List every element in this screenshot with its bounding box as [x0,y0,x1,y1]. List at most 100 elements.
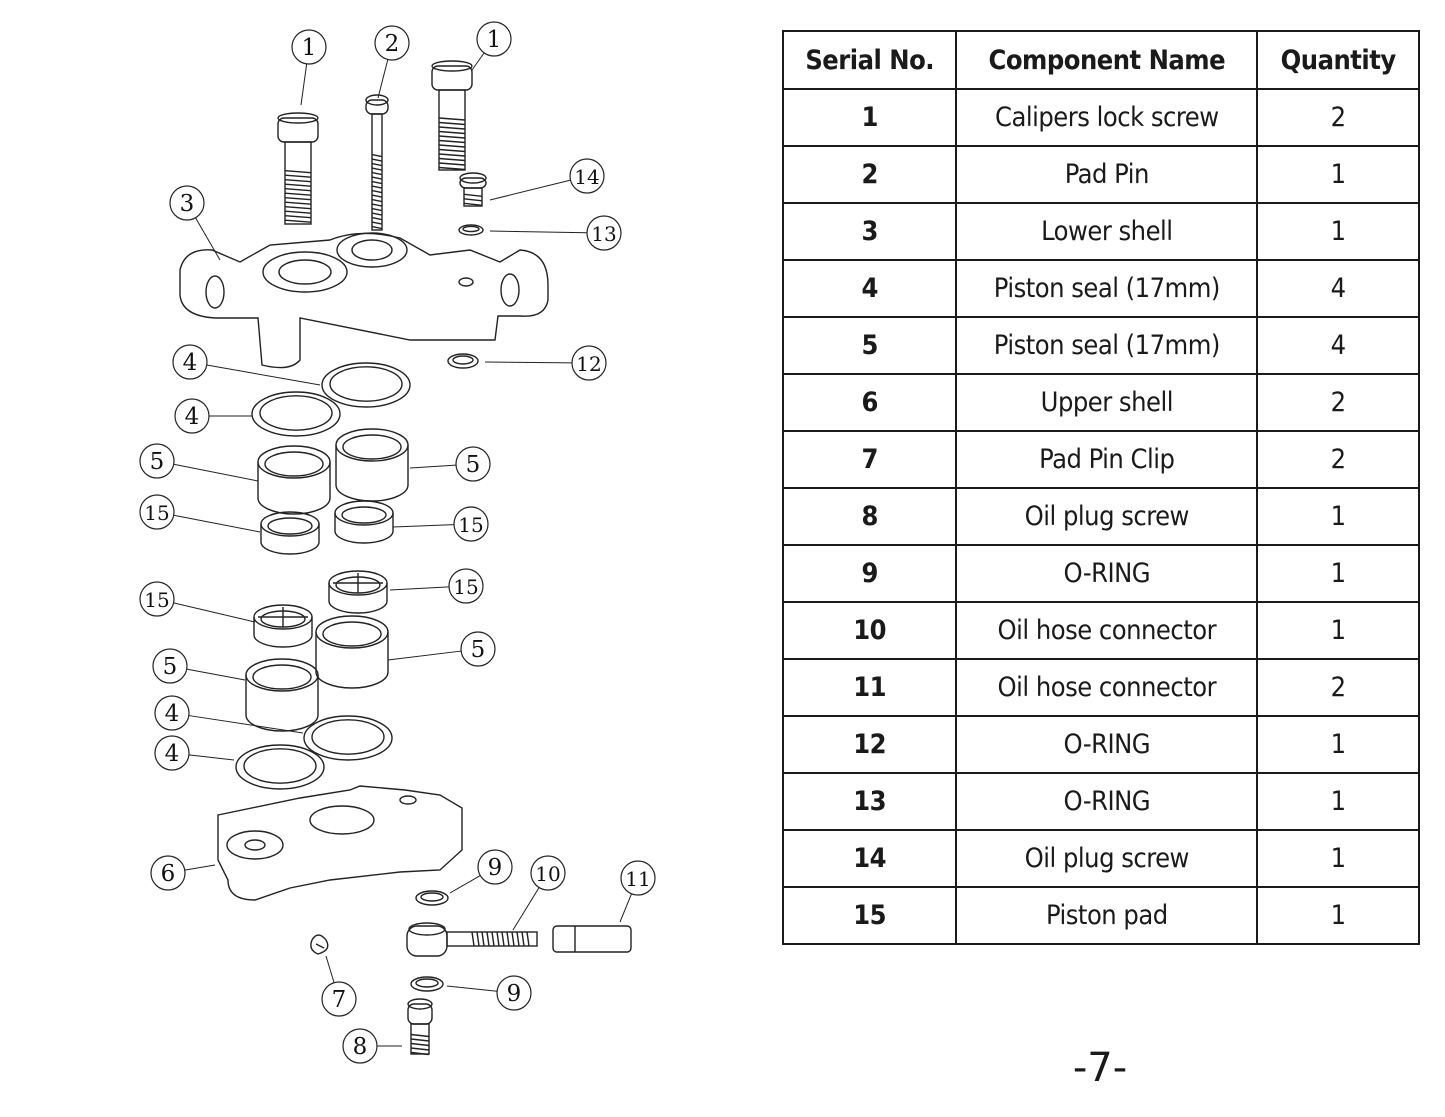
leader-line [377,59,389,99]
quantity-cell: 1 [1256,829,1420,888]
ring-outer [235,744,325,790]
component-name-cell: Piston seal (17mm) [955,316,1259,375]
thread-line [371,189,383,194]
callout-circle [496,975,532,1011]
leader-line [471,52,485,71]
callout-3: 3 [169,185,221,261]
cylinder-bore [267,517,313,535]
ring-inner [259,395,333,431]
thread-line [410,1033,430,1038]
callout-circle [374,25,410,61]
callout-1: 1 [471,21,512,71]
component-name-cell: O-RING [955,544,1259,603]
screw-shank [438,89,466,171]
port-hole [458,277,474,287]
cylinder-bore [264,451,324,477]
banjo-top [408,922,446,936]
piston [335,428,409,502]
thread-line [471,931,475,947]
callout-number: 15 [144,588,169,612]
callout-number: 5 [466,452,481,478]
thread-line [284,215,312,219]
callout-number: 11 [625,867,650,891]
ring-outer [415,890,449,906]
callout-number: 15 [453,575,478,599]
callout-circle [172,344,208,380]
thread-line [511,931,515,947]
callout-15: 15 [139,581,256,623]
callout-number: 13 [591,222,616,246]
callout-circle [455,446,491,482]
callout-4: 4 [154,735,235,771]
piston [257,445,331,515]
thread-line [284,170,312,174]
leader-line [173,602,256,623]
piston-bore [336,232,408,268]
thread-line [463,202,483,206]
thread-line [284,219,312,223]
quantity-cell: 2 [1256,373,1420,432]
serial-cell: 10 [781,601,958,660]
thread-line [438,130,466,135]
callout-4: 4 [172,344,321,386]
quantity-cell: 1 [1256,487,1420,546]
thread-line [371,216,383,221]
callout-8: 8 [342,1028,402,1064]
quantity-cell: 2 [1256,430,1420,489]
callout-12: 12 [484,345,607,381]
callout-4: 4 [154,695,304,734]
callout-circle [154,695,190,731]
callout-number: 9 [488,855,503,881]
piston-bore [262,251,348,293]
thread-line [284,174,312,178]
thread-line [438,148,466,153]
quantity-cell: 2 [1256,88,1420,147]
callout-14: 14 [489,158,605,201]
ring-outer [303,715,393,761]
quantity-cell: 1 [1256,601,1420,660]
ring-outer [458,224,484,236]
thread-line [491,931,495,947]
header-component-name: Component Name [955,30,1259,90]
callout-circle [571,345,607,381]
serial-cell: 12 [781,715,958,774]
screw-head [365,99,389,115]
piston-bore-inner [351,239,393,261]
callout-circle [139,581,175,617]
component-name-cell: Upper shell [955,373,1259,432]
component-name-cell: Oil plug screw [955,829,1259,888]
component-name-cell: Oil plug screw [955,487,1259,546]
callout-number: 3 [180,191,195,217]
thread-line [371,176,383,180]
callout-number: 2 [385,31,400,57]
port-hole [244,839,266,851]
leader-line [392,524,455,528]
piston-pad [334,500,394,544]
piston [245,658,319,732]
screw-shank [284,141,312,225]
thread-line [526,931,530,947]
leader-line [173,463,259,482]
serial-cell: 2 [781,145,958,204]
leader-line [325,955,335,983]
piston [315,615,389,689]
callout-circle [476,21,512,57]
callout-circle [620,860,656,896]
component-name-cell: Oil hose connector [955,601,1259,660]
callout-number: 1 [302,35,317,61]
component-name-cell: Lower shell [955,202,1259,261]
leader-line [446,985,498,992]
thread-line [284,188,312,192]
piston-seal [235,744,325,790]
header-quantity: Quantity [1256,30,1420,90]
screw-head-top [407,998,433,1010]
callout-number: 10 [535,862,560,886]
thread-line [410,1038,430,1042]
piston-seal [303,715,393,761]
